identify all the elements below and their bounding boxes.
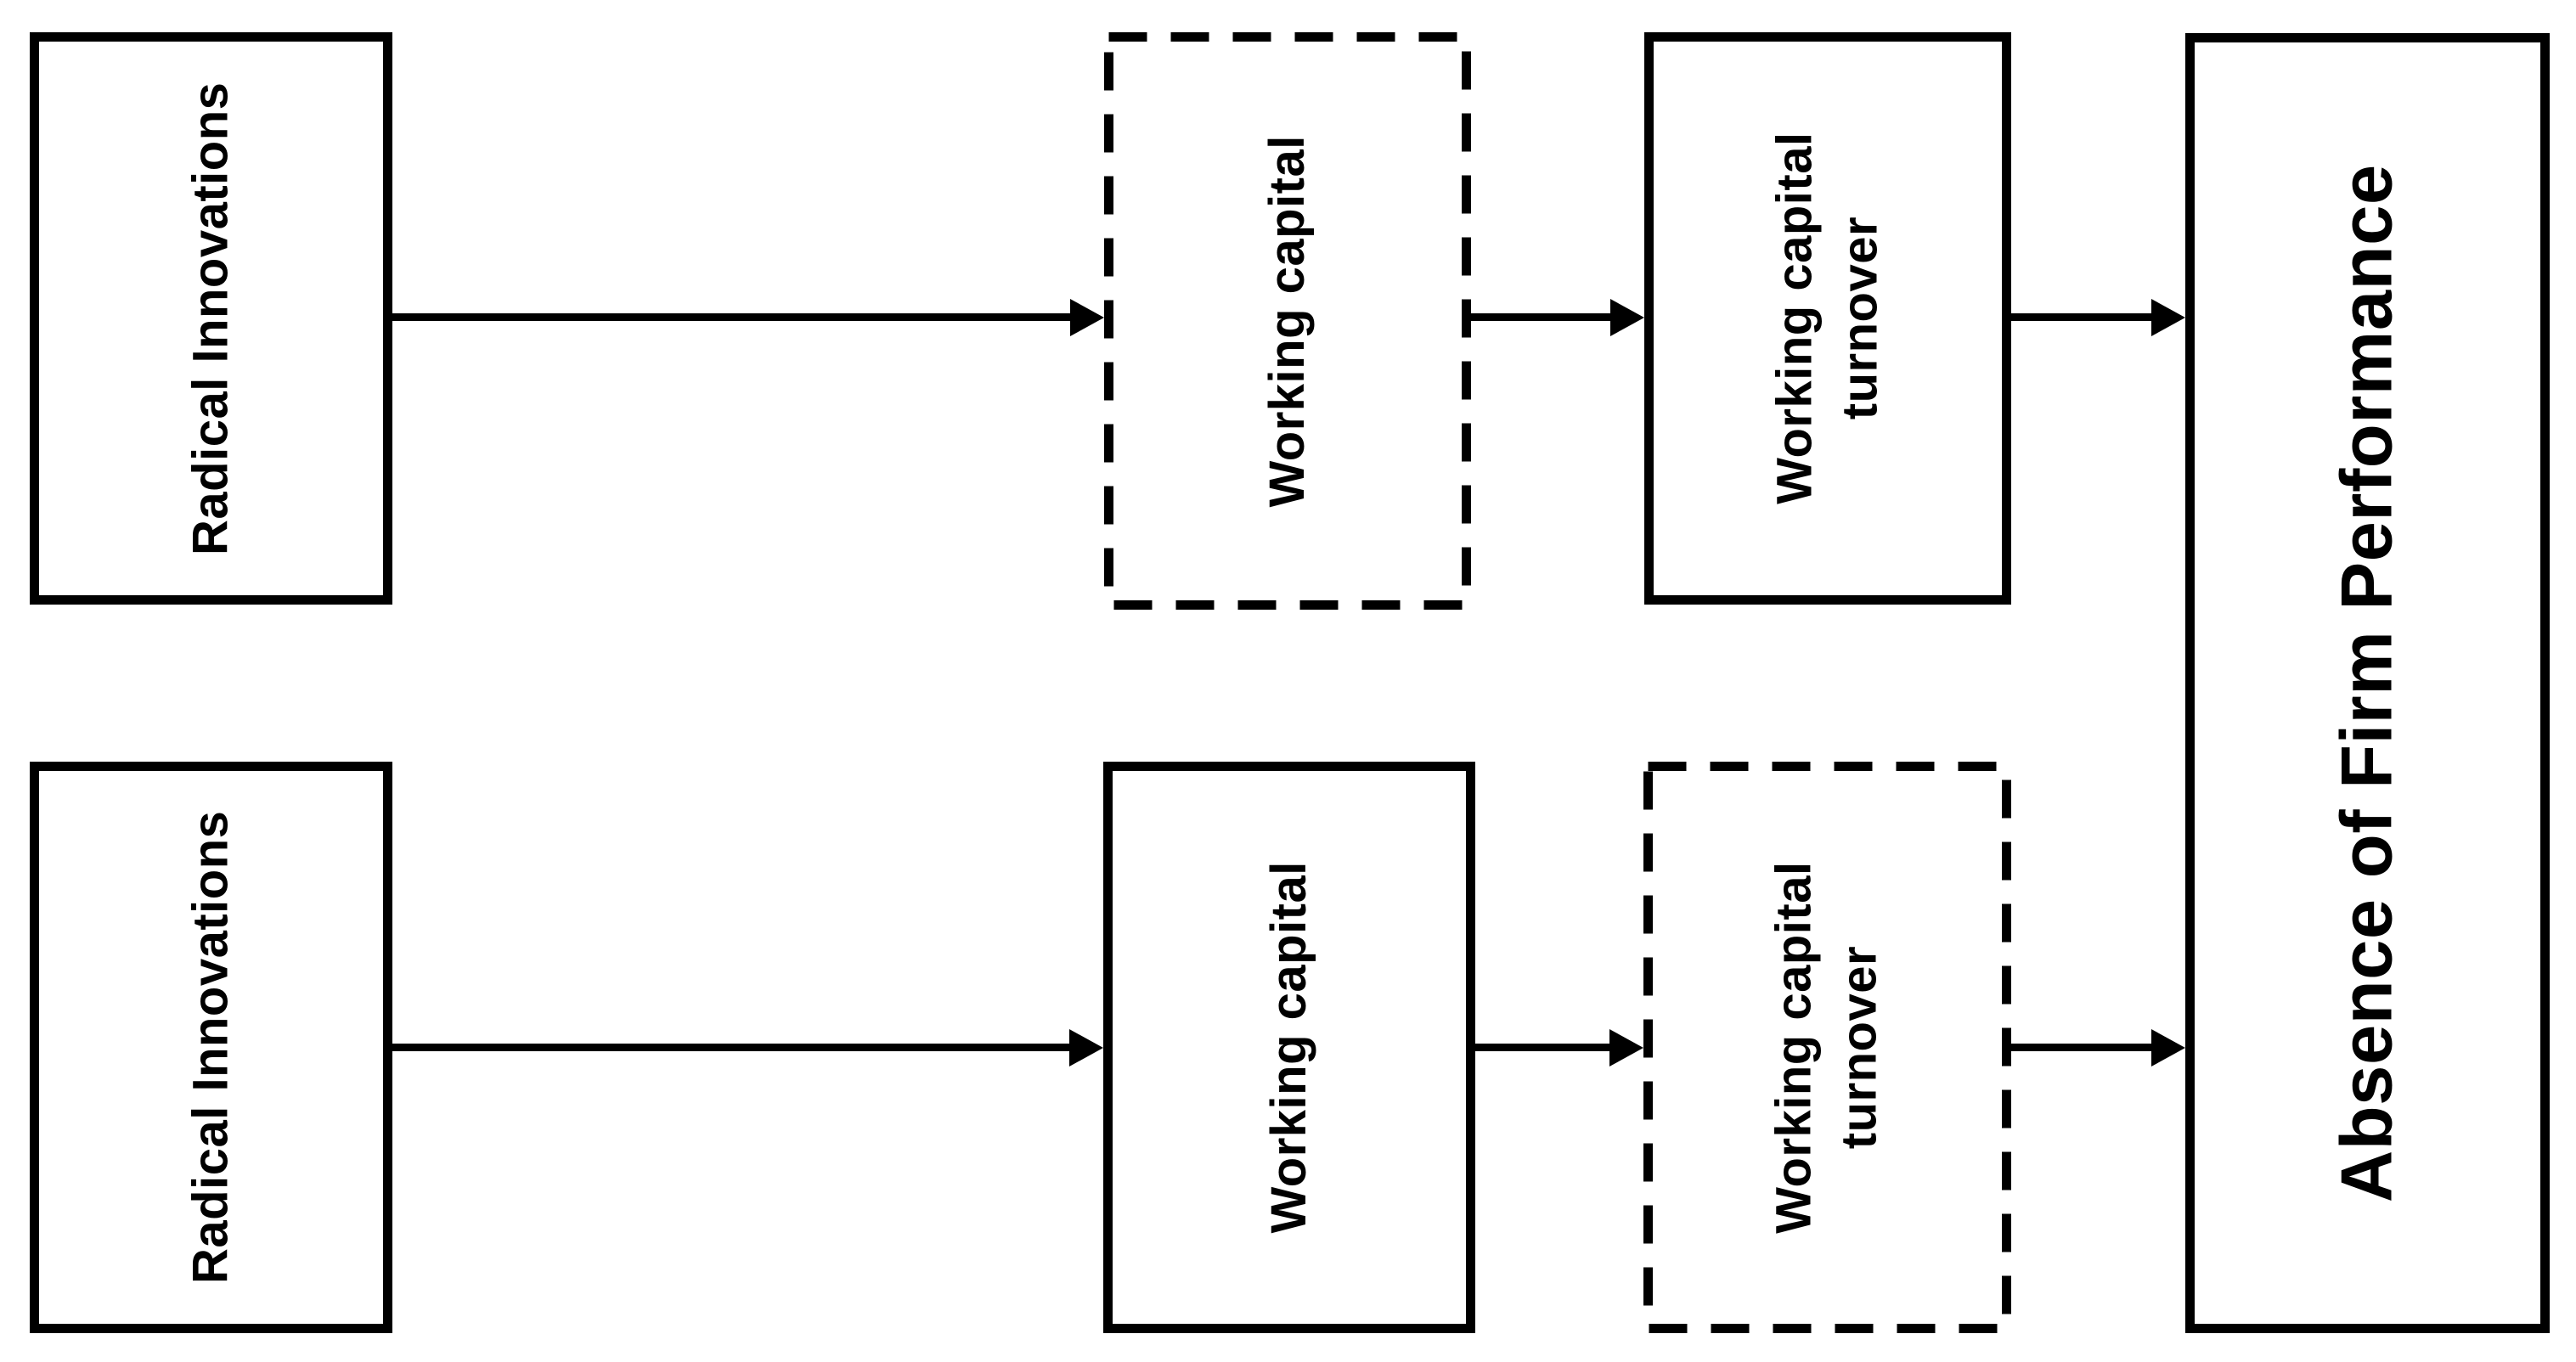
node-label: Working capital <box>1259 134 1315 508</box>
node-label: Working capital <box>1260 861 1316 1234</box>
node-label: Working capital turnover <box>1767 132 1887 505</box>
node-label: Radical Innovations <box>183 810 239 1285</box>
arrowhead-icon <box>1609 1029 1643 1067</box>
node-radical-innovations-bottom: Radical Innovations <box>30 762 392 1333</box>
arrow-turnover-top-to-absence-of-firm-performance <box>2011 299 2185 336</box>
arrow-radical-innovations-top-to-working-capital-top <box>392 299 1104 336</box>
arrow-radical-innovations-bottom-to-working-capital-bottom <box>392 1029 1103 1067</box>
node-label: Absence of Firm Performance <box>2326 164 2408 1202</box>
arrow-shaft <box>392 313 1075 321</box>
arrow-working-capital-bottom-to-turnover-bottom <box>1475 1029 1643 1067</box>
arrowhead-icon <box>1610 299 1644 336</box>
node-working-capital-turnover-top: Working capital turnover <box>1644 32 2011 605</box>
arrow-working-capital-top-to-turnover-top <box>1470 299 1644 336</box>
arrow-shaft <box>1470 313 1615 321</box>
node-label: Radical Innovations <box>183 82 239 555</box>
arrow-shaft <box>1475 1044 1615 1051</box>
arrow-shaft <box>392 1044 1074 1051</box>
node-working-capital-bottom: Working capital <box>1103 762 1475 1333</box>
node-working-capital-turnover-bottom: Working capital turnover <box>1643 762 2011 1333</box>
node-working-capital-top: Working capital <box>1104 32 1471 610</box>
arrow-turnover-bottom-to-absence-of-firm-performance <box>2011 1029 2185 1067</box>
arrowhead-icon <box>2151 1029 2185 1067</box>
arrowhead-icon <box>1070 299 1104 336</box>
arrowhead-icon <box>1069 1029 1103 1067</box>
arrowhead-icon <box>2151 299 2185 336</box>
node-label: Working capital turnover <box>1766 861 1887 1234</box>
node-radical-innovations-top: Radical Innovations <box>30 32 392 605</box>
arrow-shaft <box>2011 1044 2156 1051</box>
arrow-shaft <box>2011 313 2156 321</box>
node-absence-of-firm-performance: Absence of Firm Performance <box>2185 33 2550 1333</box>
